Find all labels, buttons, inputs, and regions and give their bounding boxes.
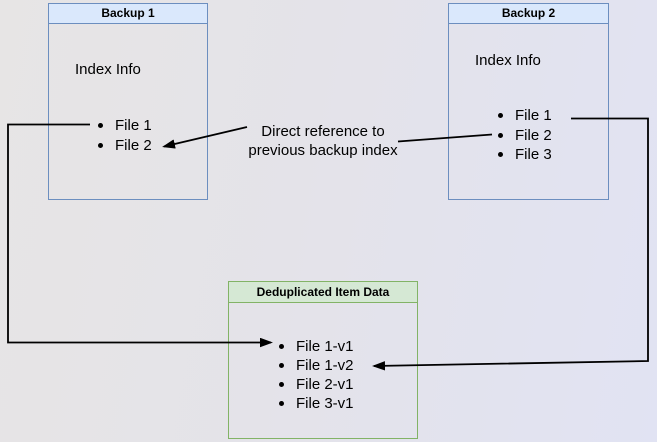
list-item: File 1-v2 [278,356,354,375]
direct-reference-annotation: Direct reference to previous backup inde… [238,122,408,160]
annotation-line2: previous backup index [248,142,398,159]
list-item: File 1 [497,106,552,126]
list-item: File 2-v1 [278,375,354,394]
list-item: File 2 [497,126,552,146]
backup2-box: Backup 2 Index Info File 1 File 2 File 3 [448,3,609,200]
dedup-title: Deduplicated Item Data [229,282,417,303]
list-item: File 2 [97,136,152,156]
backup2-index-info-label: Index Info [475,52,541,69]
backup1-box: Backup 1 Index Info File 1 File 2 [48,3,208,200]
list-item: File 3 [497,145,552,165]
list-item: File 1 [97,116,152,136]
backup1-index-info-label: Index Info [75,61,141,78]
list-item: File 1-v1 [278,337,354,356]
backup2-file-list: File 1 File 2 File 3 [497,106,552,165]
dedup-box: Deduplicated Item Data File 1-v1 File 1-… [228,281,418,439]
backup1-file-list: File 1 File 2 [97,116,152,155]
dedup-file-list: File 1-v1 File 1-v2 File 2-v1 File 3-v1 [278,337,354,413]
backup1-title: Backup 1 [49,4,207,24]
annotation-line1: Direct reference to [261,123,385,140]
list-item: File 3-v1 [278,394,354,413]
backup2-title: Backup 2 [449,4,608,24]
